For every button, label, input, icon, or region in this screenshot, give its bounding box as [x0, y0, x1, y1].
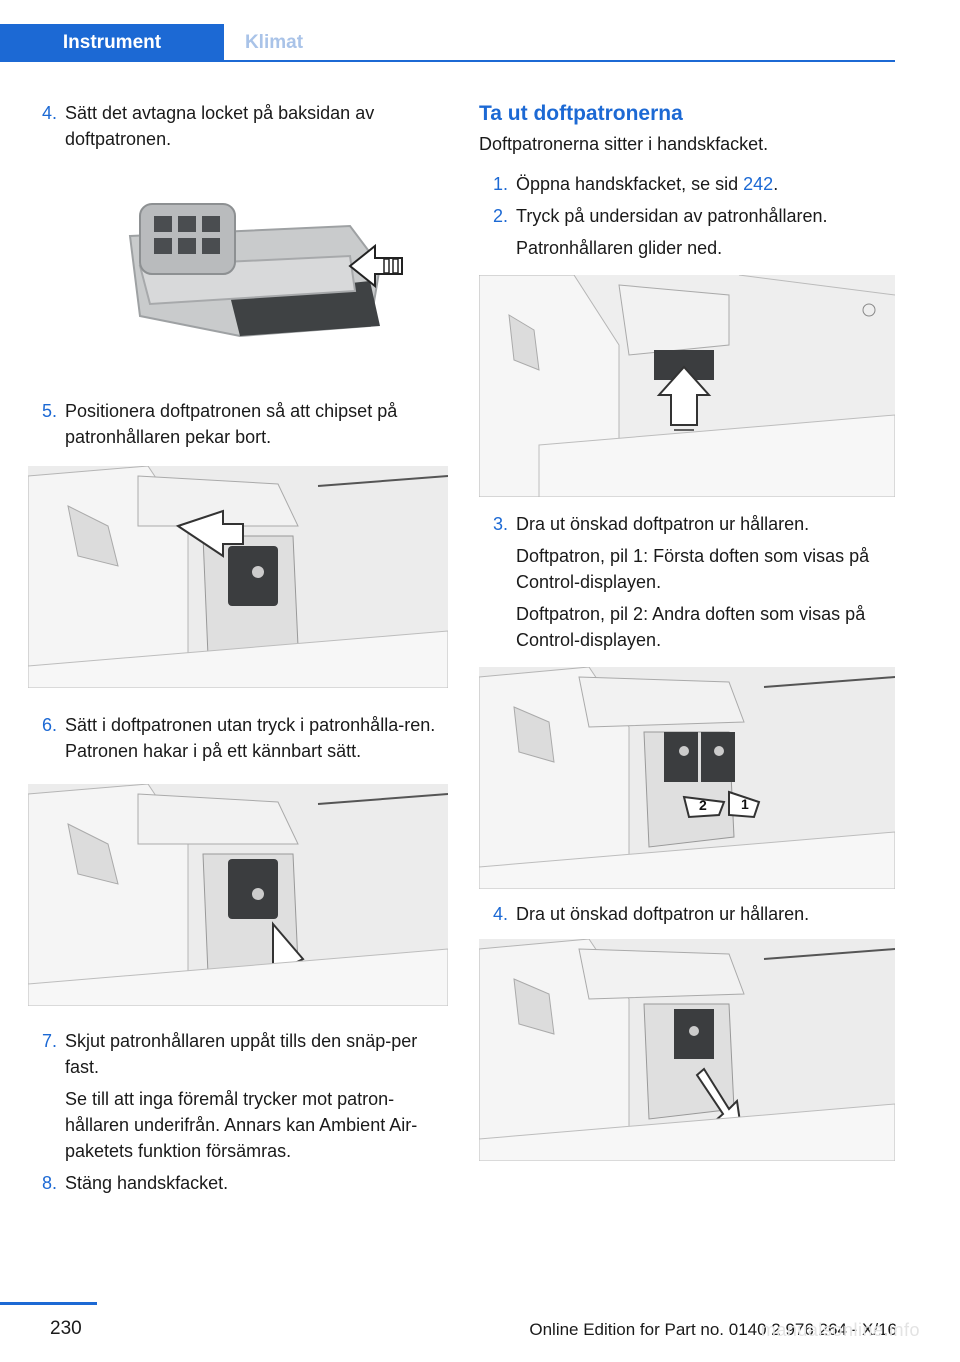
step-number: 8. [41, 1173, 57, 1193]
page-link[interactable]: 242 [743, 174, 774, 194]
step-text: Skjut patronhållaren uppåt tills den snä… [65, 1031, 418, 1077]
section-heading: Ta ut doftpatronerna [479, 102, 683, 125]
step-text: Dra ut önskad doftpatron ur hållaren. [516, 904, 810, 924]
step-number: 6. [41, 715, 57, 735]
arrow-label-2: 2 [699, 797, 707, 813]
cartridge-position-illustration [28, 466, 448, 688]
page-number-rule [0, 1302, 97, 1305]
holder-release-illustration [479, 275, 895, 497]
step-right-2: 2. Tryck på undersidan av patronhållaren… [479, 203, 895, 229]
step-text-part: . [773, 174, 779, 194]
cartridge-insert-illustration [28, 784, 448, 1006]
cartridge-remove-illustration [479, 939, 895, 1161]
tab-instrument[interactable]: Instrument [0, 24, 224, 62]
step-text: Dra ut önskad doftpatron ur hållaren. [516, 514, 810, 534]
step-left-6: 6. Sätt i doftpatronen utan tryck i patr… [28, 712, 448, 764]
left-column: 4. Sätt det avtagna locket på baksidan a… [28, 100, 448, 1196]
step-text: Sätt det avtagna locket på baksidan av d… [65, 103, 375, 149]
step-text: Stäng handskfacket. [65, 1173, 229, 1193]
step-note: Doftpatron, pil 2: Andra doften som visa… [516, 604, 866, 650]
step-text: Sätt i doftpatronen utan tryck i patronh… [65, 715, 436, 761]
step-text: Positionera doftpatronen så att chipset … [65, 401, 398, 447]
step-right-1: 1. Öppna handskfacket, se sid 242. [479, 171, 895, 197]
step-note: Patronhållaren glider ned. [516, 238, 723, 258]
step-note: Se till att inga föremål trycker mot pat… [65, 1089, 418, 1161]
step-note: Doftpatron, pil 1: Första doften som vis… [516, 546, 870, 592]
header-rule [0, 60, 895, 62]
step-number: 4. [41, 103, 57, 123]
page-number: 230 [50, 1318, 82, 1339]
step-left-7: 7. Skjut patronhållaren uppåt tills den … [28, 1028, 448, 1080]
step-left-8: 8. Stäng handskfacket. [28, 1170, 448, 1196]
edition-text: Online Edition for Part no. 0140 2 976 2… [529, 1320, 897, 1339]
step-left-5: 5. Positionera doftpatronen så att chips… [28, 398, 448, 450]
step-right-3: 3. Dra ut önskad doftpatron ur hållaren. [479, 511, 895, 537]
step-left-4: 4. Sätt det avtagna locket på baksidan a… [28, 100, 448, 152]
section-intro: Doftpatronerna sitter i handskfacket. [479, 134, 769, 154]
step-right-4: 4. Dra ut önskad doftpatron ur hållaren. [479, 901, 895, 927]
step-text: Tryck på undersidan av patronhållaren. [516, 206, 828, 226]
step-number: 5. [41, 401, 57, 421]
right-column: Ta ut doftpatronerna Doftpatronerna sitt… [479, 100, 895, 1161]
step-number: 3. [492, 514, 508, 534]
step-number: 2. [492, 206, 508, 226]
step-text-part: Öppna handskfacket, se sid [516, 174, 744, 194]
tab-klimat[interactable]: Klimat [244, 32, 304, 53]
watermark: manualsonline.info [760, 1320, 920, 1340]
chapter-tabs: Instrument Klimat [0, 24, 895, 62]
step-number: 4. [492, 904, 508, 924]
step-number: 1. [492, 174, 508, 194]
step-number: 7. [41, 1031, 57, 1051]
step-text: Öppna handskfacket, se sid 242. [516, 171, 895, 197]
cartridge-select-illustration: 2 1 [479, 667, 895, 889]
arrow-label-1: 1 [741, 796, 749, 812]
cartridge-lid-illustration [120, 196, 420, 366]
